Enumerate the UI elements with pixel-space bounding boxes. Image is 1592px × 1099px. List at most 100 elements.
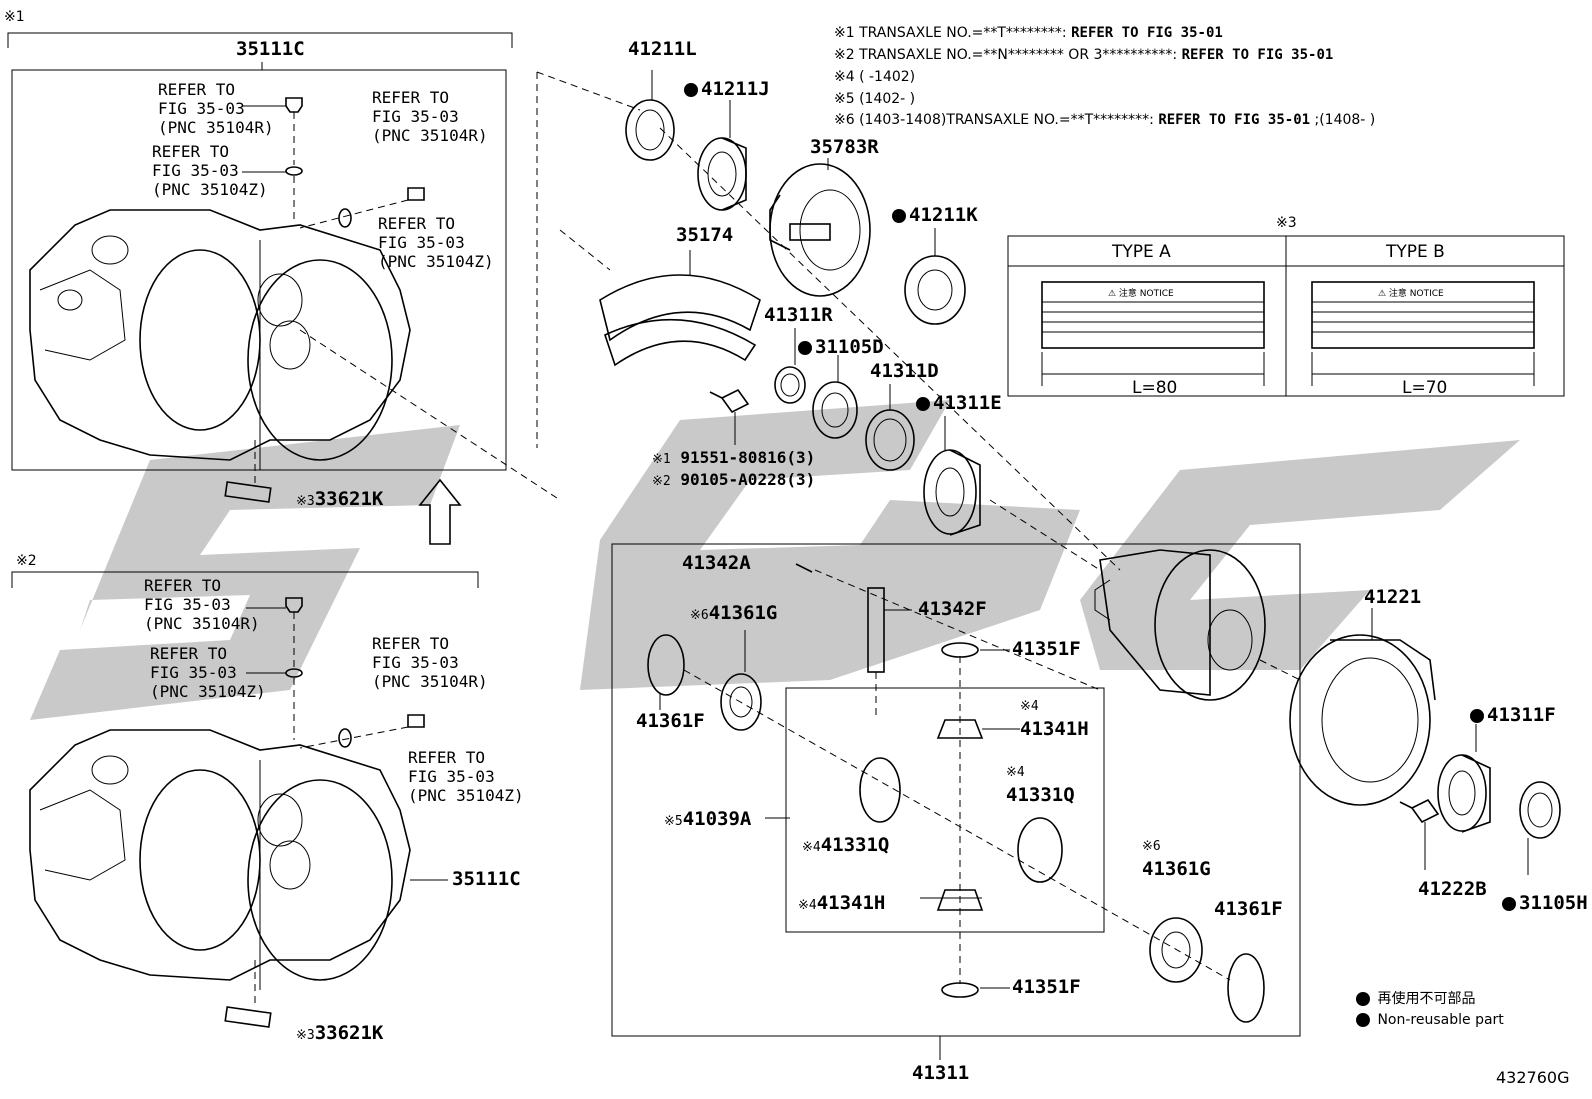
part-label-33621K[interactable]: ※333621K	[296, 490, 383, 509]
part-label-41331Q[interactable]: ※4 41331Q	[1006, 762, 1075, 806]
legend-row-en: Non-reusable part	[1356, 1012, 1504, 1036]
part-number: 31105H	[1519, 892, 1588, 914]
part-label-41311[interactable]: 41311	[912, 1062, 970, 1084]
part-label-35783R[interactable]: 35783R	[810, 136, 879, 158]
bearing-41311E	[923, 416, 981, 536]
header-note-4: ※4 ( -1402)	[834, 70, 915, 84]
mark: ※3	[296, 1028, 315, 1043]
group2-frame	[11, 571, 479, 588]
bearing-41211J	[697, 100, 747, 211]
part-label-41341H[interactable]: ※4 41341H	[1020, 696, 1089, 740]
refer-note: REFER TO FIG 35-03 (PNC 35104Z)	[408, 748, 524, 805]
refer-note: REFER TO FIG 35-03 (PNC 35104R)	[372, 88, 488, 145]
part-label-41221[interactable]: 41221	[1364, 586, 1422, 608]
part-label-41211L[interactable]: 41211L	[628, 38, 697, 60]
part-label-41342F[interactable]: 41342F	[918, 598, 987, 620]
note-text: (1402- )	[859, 91, 916, 107]
non-reusable-icon	[798, 340, 812, 355]
ring-gear-41221	[1289, 608, 1436, 806]
arrow-up-icon	[418, 478, 462, 545]
part-label-90105-A0228[interactable]: ※2 90105-A0228(3)	[652, 470, 816, 489]
non-reusable-icon	[1356, 992, 1370, 1006]
type-a-header: TYPE A	[1112, 242, 1171, 262]
mark: ※4	[798, 898, 817, 913]
refer-line: (PNC 35104Z)	[408, 786, 524, 805]
seal-31105H	[1519, 781, 1561, 875]
housing-1-fittings	[224, 97, 425, 503]
non-reusable-icon	[916, 396, 930, 411]
legend: 再使用不可部品 Non-reusable part	[1356, 988, 1504, 1036]
bolt-91551	[709, 388, 750, 445]
part-label-35111C[interactable]: 35111C	[236, 38, 305, 60]
group1-mark: ※1	[4, 9, 25, 25]
part-label-41311R[interactable]: 41311R	[764, 304, 833, 326]
refer-line: REFER TO	[372, 634, 450, 653]
refer-note: REFER TO FIG 35-03 (PNC 35104Z)	[152, 142, 268, 199]
part-label-91551-80816[interactable]: ※1 91551-80816(3)	[652, 448, 816, 467]
refer-line: FIG 35-03	[152, 161, 239, 180]
part-label-31105H[interactable]: 31105H	[1502, 894, 1588, 913]
sticker-text: ⚠ 注意 NOTICE	[1108, 289, 1174, 299]
part-label-41211K[interactable]: 41211K	[892, 206, 978, 225]
note-text: TRANSAXLE NO.=**T********:	[859, 25, 1067, 41]
note-tail: ;(1408- )	[1314, 112, 1376, 128]
seal-41211L	[625, 70, 675, 161]
part-number: 90105-A0228(3)	[680, 470, 816, 489]
part-number: 41039A	[682, 808, 752, 830]
part-label-41311E[interactable]: 41311E	[916, 394, 1002, 413]
part-label-41351F[interactable]: 41351F	[1012, 976, 1081, 998]
non-reusable-icon	[1356, 1013, 1370, 1027]
part-label-35111C[interactable]: 35111C	[452, 868, 521, 890]
refer-note: REFER TO FIG 35-03 (PNC 35104R)	[144, 576, 260, 633]
refer-line: (PNC 35104R)	[144, 614, 260, 633]
mark: ※1	[652, 452, 671, 467]
type-b-length: L=70	[1402, 378, 1448, 398]
note-text: (1403-1408)TRANSAXLE NO.=**T********:	[859, 112, 1154, 128]
part-label-41361F[interactable]: 41361F	[636, 710, 705, 732]
part-label-41331Q[interactable]: ※441331Q	[802, 836, 889, 855]
part-label-41311F[interactable]: 41311F	[1470, 706, 1556, 725]
part-label-41351F[interactable]: 41351F	[1012, 638, 1081, 660]
part-label-41311D[interactable]: 41311D	[870, 360, 939, 382]
part-label-41039A[interactable]: ※541039A	[664, 810, 751, 829]
part-label-35174[interactable]: 35174	[676, 224, 734, 246]
type-table-frame	[1007, 235, 1565, 397]
refer-line: REFER TO	[408, 748, 486, 767]
group2-mark: ※2	[16, 553, 37, 569]
mark: ※6	[690, 608, 709, 623]
group1-frame	[7, 32, 513, 471]
header-note-5: ※5 (1402- )	[834, 92, 915, 106]
part-label-41222B[interactable]: 41222B	[1418, 878, 1487, 900]
differential-box	[611, 543, 1301, 1060]
part-label-41342A[interactable]: 41342A	[682, 552, 751, 574]
refer-line: REFER TO	[150, 644, 228, 663]
part-label-41211J[interactable]: 41211J	[684, 80, 770, 99]
part-label-31105D[interactable]: 31105D	[798, 338, 884, 357]
figure-id: 432760G	[1496, 1068, 1570, 1087]
part-label-41361G[interactable]: ※641361G	[690, 604, 777, 623]
part-label-41361F[interactable]: 41361F	[1214, 898, 1283, 920]
differential-internals	[647, 563, 1265, 1023]
type-b-header: TYPE B	[1386, 242, 1445, 262]
refer-line: REFER TO	[152, 142, 230, 161]
type-a-length: L=80	[1132, 378, 1178, 398]
part-number: 33621K	[314, 1022, 384, 1044]
part-number: 41361G	[1142, 858, 1211, 880]
refer-line: REFER TO	[158, 80, 236, 99]
refer-line: REFER TO	[144, 576, 222, 595]
part-number: 91551-80816(3)	[680, 448, 816, 467]
note-ref: REFER TO FIG 35-01	[1181, 47, 1334, 63]
bearing-41311F	[1437, 724, 1491, 833]
refer-line: REFER TO	[378, 214, 456, 233]
refer-line: FIG 35-03	[378, 233, 465, 252]
note-mark: ※4	[834, 69, 855, 85]
mark: ※5	[664, 814, 683, 829]
part-label-41361G[interactable]: ※6 41361G	[1142, 836, 1211, 880]
sticker-text: ⚠ 注意 NOTICE	[1378, 289, 1444, 299]
mark: ※6	[1142, 839, 1161, 854]
refer-line: FIG 35-03	[408, 767, 495, 786]
part-label-41341H[interactable]: ※441341H	[798, 894, 885, 913]
part-number: 41361G	[708, 602, 778, 624]
part-label-33621K[interactable]: ※333621K	[296, 1024, 383, 1043]
